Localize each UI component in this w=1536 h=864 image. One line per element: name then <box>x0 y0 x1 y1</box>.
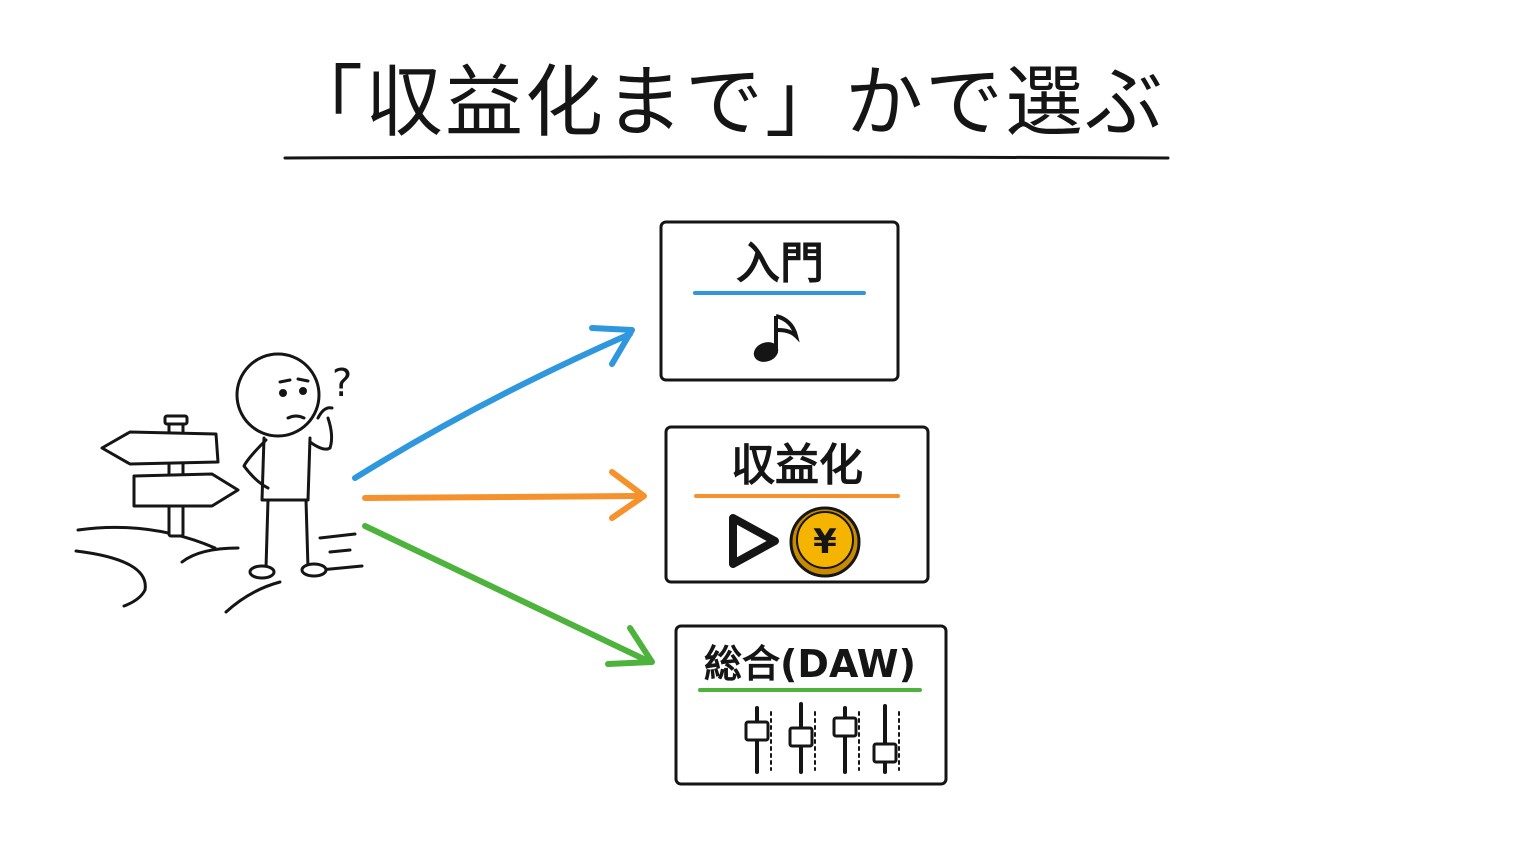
signpost-icon <box>100 414 240 538</box>
option-card-intro <box>659 220 900 382</box>
option-label-intro: 入門 <box>736 238 824 289</box>
music-note-icon <box>753 314 800 362</box>
page-title: 「収益化まで」かで選ぶ <box>284 58 1165 148</box>
option-card-monetize: ¥ <box>664 425 930 584</box>
arrow-to-monetize <box>362 469 647 521</box>
option-label-daw: 総合(DAW) <box>704 642 916 686</box>
coin-symbol: ¥ <box>813 522 837 562</box>
play-icon <box>729 514 779 568</box>
mixer-faders-icon <box>744 702 900 774</box>
option-label-monetize: 収益化 <box>731 440 863 491</box>
ground-lines <box>74 525 364 614</box>
arrow-to-intro <box>352 325 635 481</box>
option-card-daw <box>674 624 948 786</box>
title-underline <box>283 155 1170 160</box>
thinking-person-icon <box>235 352 334 580</box>
question-mark: ? <box>332 361 352 405</box>
yen-coin-icon: ¥ <box>789 506 861 578</box>
arrow-to-daw <box>362 523 655 667</box>
